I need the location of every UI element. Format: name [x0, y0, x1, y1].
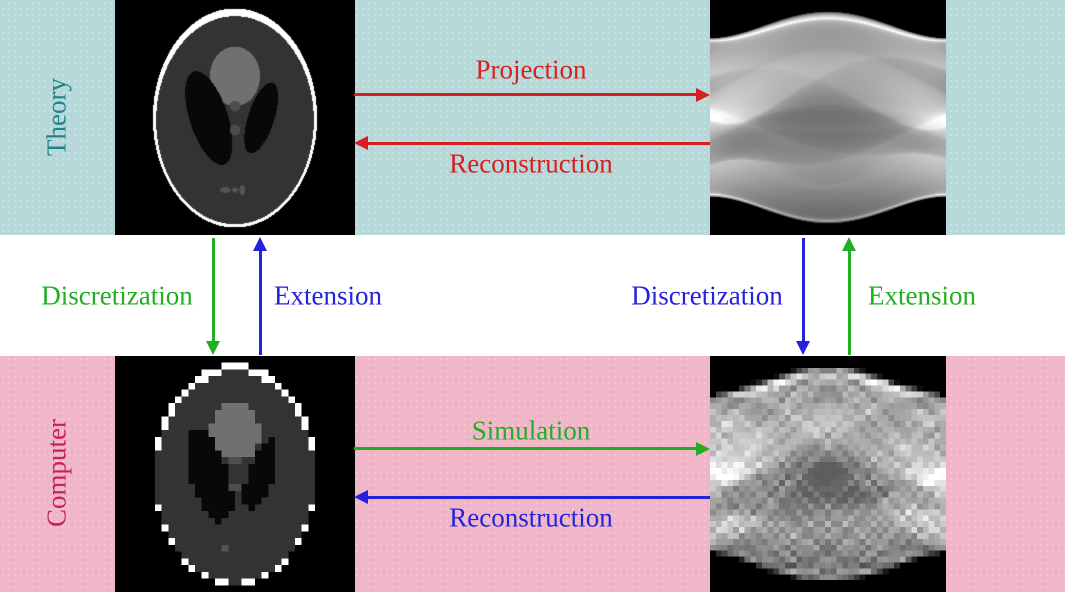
projection-arrow-label: Projection — [475, 54, 587, 85]
discretization-right-arrowhead-icon — [796, 341, 810, 355]
projection-arrowhead-icon — [696, 87, 710, 102]
extension-right-arrow-label: Extension — [868, 280, 976, 311]
extension-left-arrowhead-icon — [253, 237, 267, 251]
simulation-arrowhead-icon — [696, 441, 710, 456]
simulation-arrow-label: Simulation — [471, 415, 591, 446]
reconstruction-computer-arrow-label: Reconstruction — [449, 502, 613, 533]
phantom-image-discretized — [115, 356, 355, 592]
extension-right-arrow-line — [847, 251, 851, 355]
sinogram-image-continuous — [710, 0, 946, 235]
simulation-arrow-line — [354, 447, 697, 450]
reconstruction-theory-arrow-line — [368, 141, 710, 145]
discretization-right-arrow-line — [801, 238, 805, 341]
discretization-left-arrow-label: Discretization — [41, 280, 193, 311]
reconstruction-computer-arrowhead-icon — [354, 490, 368, 504]
extension-left-arrow-label: Extension — [274, 280, 382, 311]
middle-band-background — [0, 235, 1065, 356]
projection-arrow-line — [354, 93, 697, 96]
theory-label: Theory — [41, 78, 72, 156]
discretization-right-arrow-label: Discretization — [631, 280, 783, 311]
computer-label: Computer — [41, 419, 72, 527]
phantom-image-continuous — [115, 0, 355, 235]
reconstruction-theory-arrow-label: Reconstruction — [449, 148, 613, 179]
reconstruction-computer-arrow-line — [368, 495, 710, 499]
discretization-left-arrowhead-icon — [206, 341, 220, 355]
discretization-left-arrow-line — [211, 238, 215, 341]
reconstruction-theory-arrowhead-icon — [354, 136, 368, 150]
sinogram-image-discretized — [710, 356, 946, 592]
extension-right-arrowhead-icon — [842, 237, 856, 251]
extension-left-arrow-line — [258, 251, 262, 355]
